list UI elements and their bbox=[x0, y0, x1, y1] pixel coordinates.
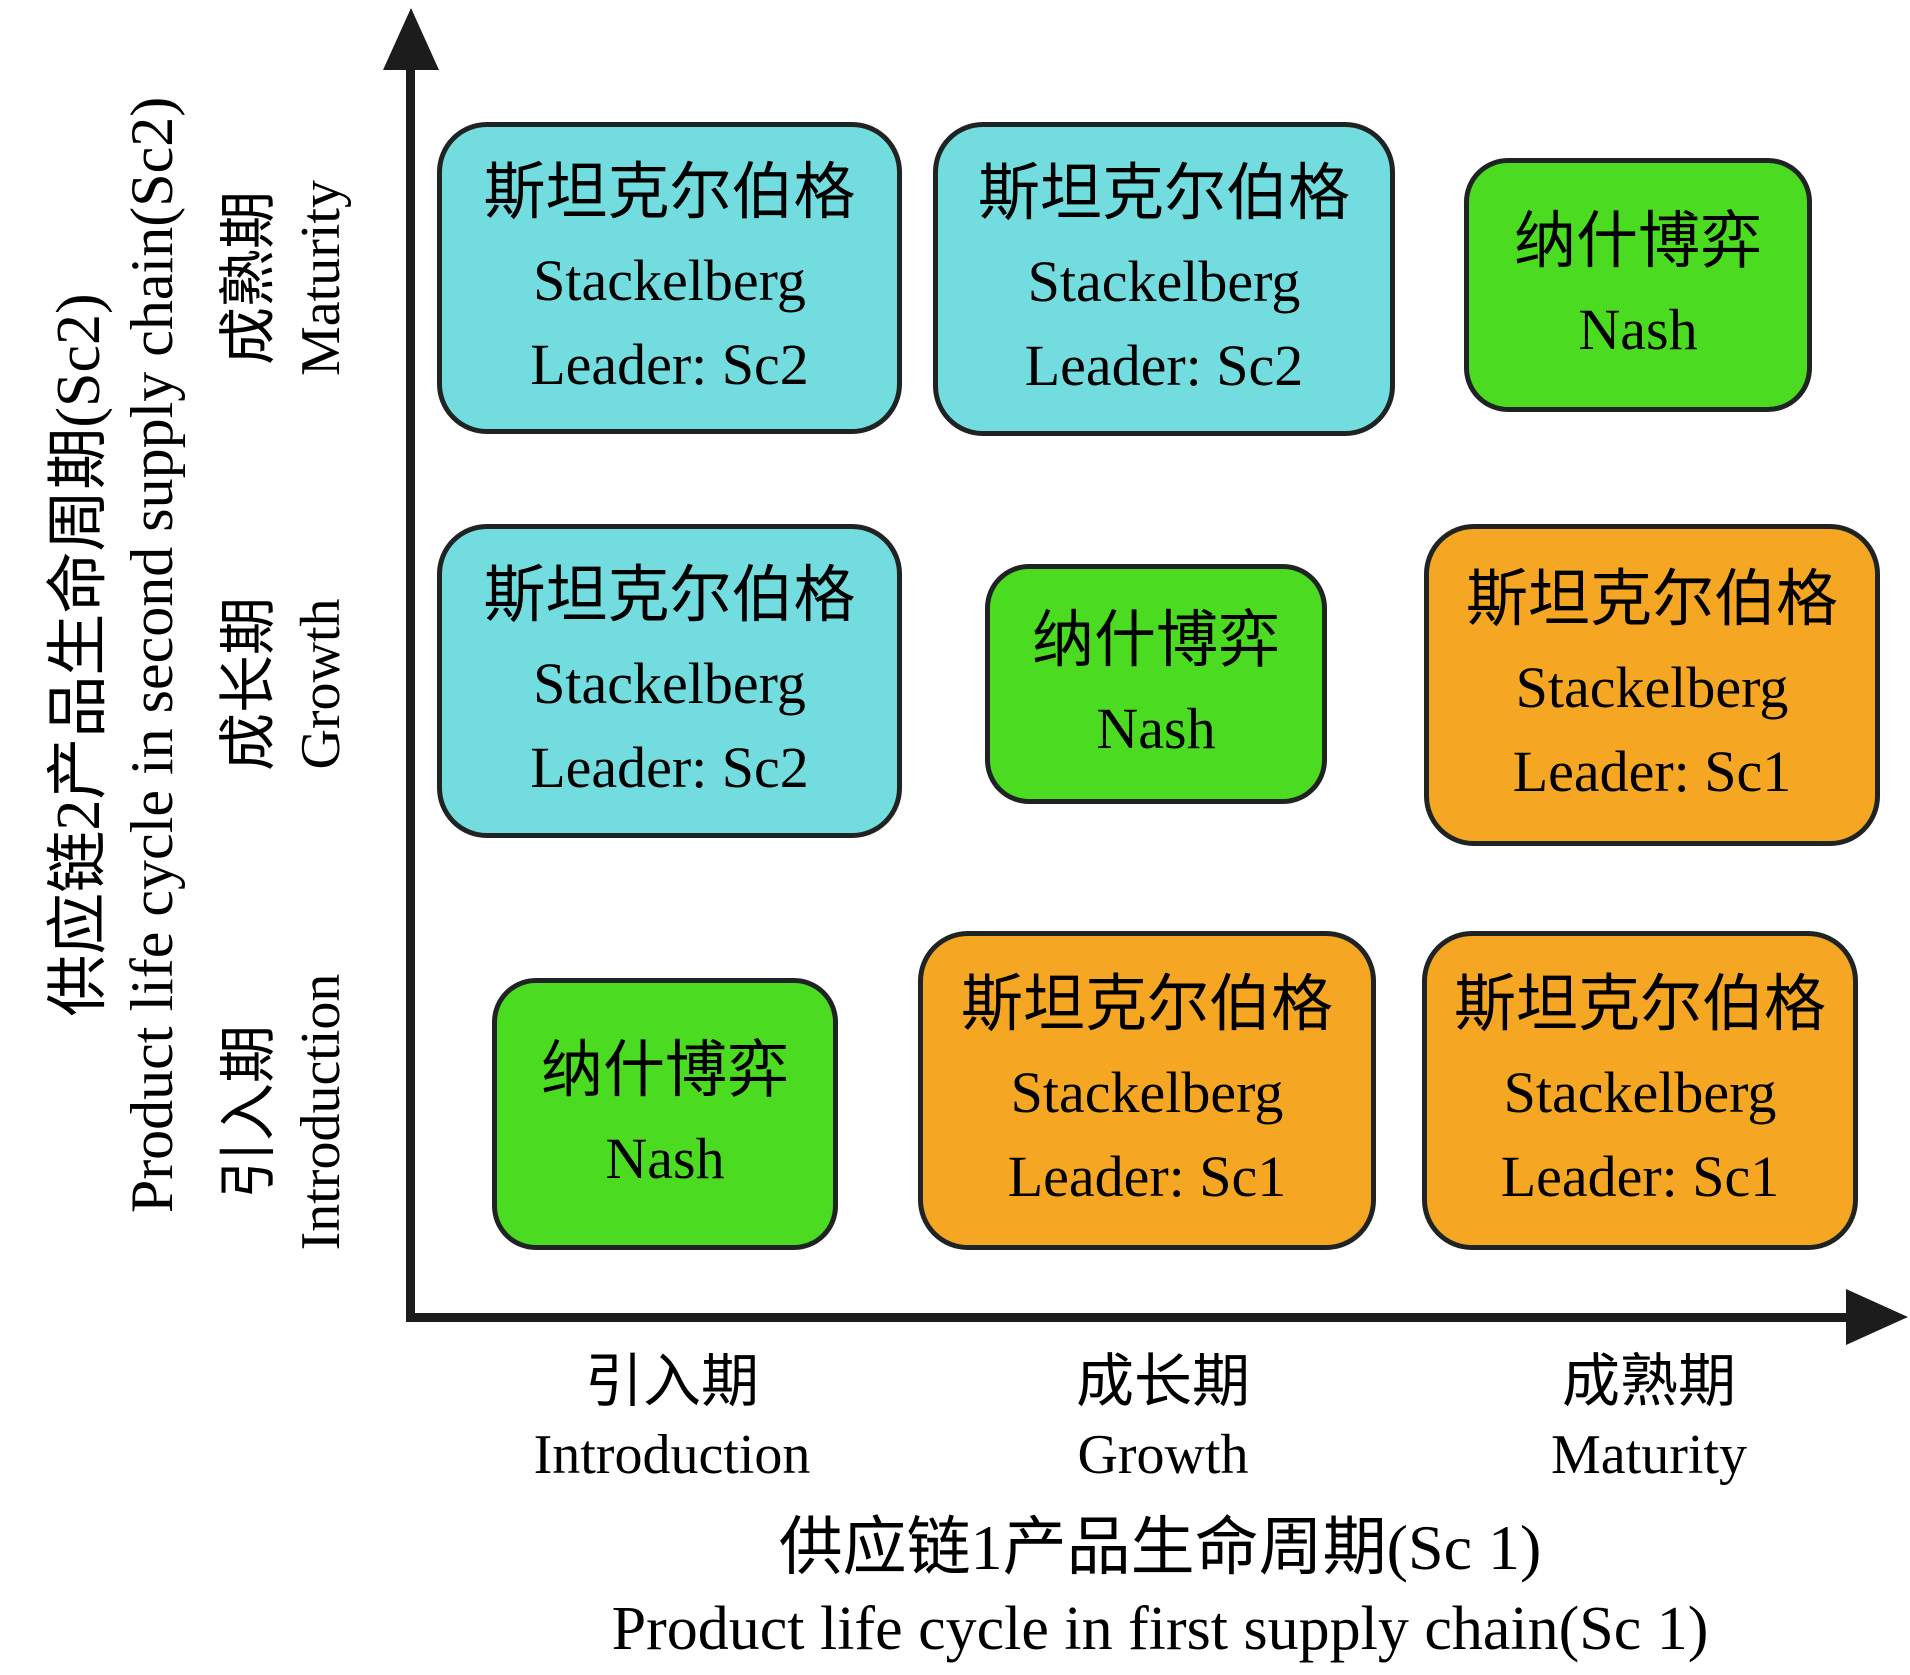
cell-game-name-zh: 斯坦克尔伯格 bbox=[960, 971, 1333, 1040]
x-tick-maturity-zh: 成熟期 bbox=[1561, 1348, 1737, 1414]
x-axis-arrow-icon bbox=[1846, 1289, 1908, 1345]
cell-game-name-en: Nash bbox=[605, 1125, 725, 1191]
cell-growth-growth: 纳什博弈 Nash bbox=[985, 564, 1327, 804]
y-tick-introduction-en: Introduction bbox=[289, 973, 352, 1251]
x-axis-line bbox=[406, 1313, 1868, 1322]
cell-game-name-zh: 斯坦克尔伯格 bbox=[1453, 971, 1826, 1040]
y-axis-title-en: Product life cycle in second supply chai… bbox=[119, 96, 186, 1214]
cell-game-name-zh: 纳什博弈 bbox=[540, 1037, 789, 1105]
cell-introduction-maturity: 斯坦克尔伯格 Stackelberg Leader: Sc1 bbox=[1422, 931, 1858, 1250]
cell-game-name-en: Nash bbox=[1578, 296, 1698, 362]
y-tick-growth: 成长期 Growth bbox=[213, 597, 356, 771]
y-tick-introduction: 引入期 Introduction bbox=[213, 974, 356, 1251]
cell-leader-label: Leader: Sc1 bbox=[1007, 1144, 1287, 1210]
x-axis-title: 供应链1产品生命周期(Sc 1) Product life cycle in f… bbox=[612, 1506, 1709, 1670]
cell-leader-label: Leader: Sc2 bbox=[530, 331, 809, 397]
y-tick-introduction-zh: 引入期 bbox=[215, 1024, 281, 1200]
x-tick-introduction-zh: 引入期 bbox=[584, 1348, 760, 1414]
y-axis-line bbox=[406, 40, 415, 1322]
cell-maturity-introduction: 斯坦克尔伯格 Stackelberg Leader: Sc2 bbox=[437, 122, 902, 434]
x-tick-growth-zh: 成长期 bbox=[1075, 1348, 1251, 1414]
cell-game-name-en: Stackelberg bbox=[1515, 654, 1789, 720]
cell-maturity-maturity: 纳什博弈 Nash bbox=[1464, 158, 1812, 412]
cell-game-name-zh: 斯坦克尔伯格 bbox=[1465, 565, 1838, 634]
cell-game-name-en: Nash bbox=[1096, 695, 1216, 761]
cell-game-name-en: Stackelberg bbox=[1027, 248, 1301, 314]
cell-game-name-zh: 纳什博弈 bbox=[1031, 607, 1280, 675]
y-axis-arrow-icon bbox=[383, 8, 439, 70]
cell-leader-label: Leader: Sc1 bbox=[1500, 1144, 1780, 1210]
cell-game-name-zh: 斯坦克尔伯格 bbox=[483, 561, 856, 630]
x-axis-title-zh: 供应链1产品生命周期(Sc 1) bbox=[778, 1512, 1542, 1584]
cell-leader-label: Leader: Sc1 bbox=[1512, 738, 1792, 804]
cell-growth-introduction: 斯坦克尔伯格 Stackelberg Leader: Sc2 bbox=[437, 524, 902, 838]
x-tick-introduction-en: Introduction bbox=[533, 1424, 811, 1487]
y-axis-title-zh: 供应链2产品生命周期(Sc2) bbox=[44, 293, 113, 1017]
cell-game-name-en: Stackelberg bbox=[1503, 1060, 1777, 1126]
cell-game-name-zh: 斯坦克尔伯格 bbox=[977, 159, 1350, 228]
cell-game-name-en: Stackelberg bbox=[533, 247, 806, 313]
cell-leader-label: Leader: Sc2 bbox=[1024, 332, 1304, 398]
cell-introduction-growth: 斯坦克尔伯格 Stackelberg Leader: Sc1 bbox=[918, 931, 1376, 1250]
y-tick-maturity-en: Maturity bbox=[289, 180, 352, 376]
cell-introduction-introduction: 纳什博弈 Nash bbox=[492, 978, 838, 1250]
y-tick-maturity: 成熟期 Maturity bbox=[213, 180, 356, 376]
cell-game-name-zh: 纳什博弈 bbox=[1513, 208, 1762, 276]
x-tick-growth-en: Growth bbox=[1077, 1424, 1249, 1487]
x-tick-introduction: 引入期 Introduction bbox=[534, 1344, 811, 1492]
x-tick-growth: 成长期 Growth bbox=[1076, 1344, 1250, 1492]
cell-maturity-growth: 斯坦克尔伯格 Stackelberg Leader: Sc2 bbox=[933, 122, 1395, 436]
x-axis-title-en: Product life cycle in first supply chain… bbox=[611, 1595, 1709, 1664]
cell-game-name-en: Stackelberg bbox=[533, 650, 806, 716]
cell-leader-label: Leader: Sc2 bbox=[530, 734, 809, 800]
y-axis-title: 供应链2产品生命周期(Sc2) Product life cycle in se… bbox=[42, 97, 188, 1213]
x-tick-maturity: 成熟期 Maturity bbox=[1551, 1344, 1747, 1492]
x-tick-maturity-en: Maturity bbox=[1551, 1424, 1747, 1487]
cell-growth-maturity: 斯坦克尔伯格 Stackelberg Leader: Sc1 bbox=[1424, 524, 1880, 846]
cell-game-name-en: Stackelberg bbox=[1010, 1060, 1284, 1126]
y-tick-growth-en: Growth bbox=[289, 598, 352, 770]
y-tick-maturity-zh: 成熟期 bbox=[215, 190, 281, 366]
cell-game-name-zh: 斯坦克尔伯格 bbox=[483, 158, 856, 227]
y-tick-growth-zh: 成长期 bbox=[215, 596, 281, 772]
